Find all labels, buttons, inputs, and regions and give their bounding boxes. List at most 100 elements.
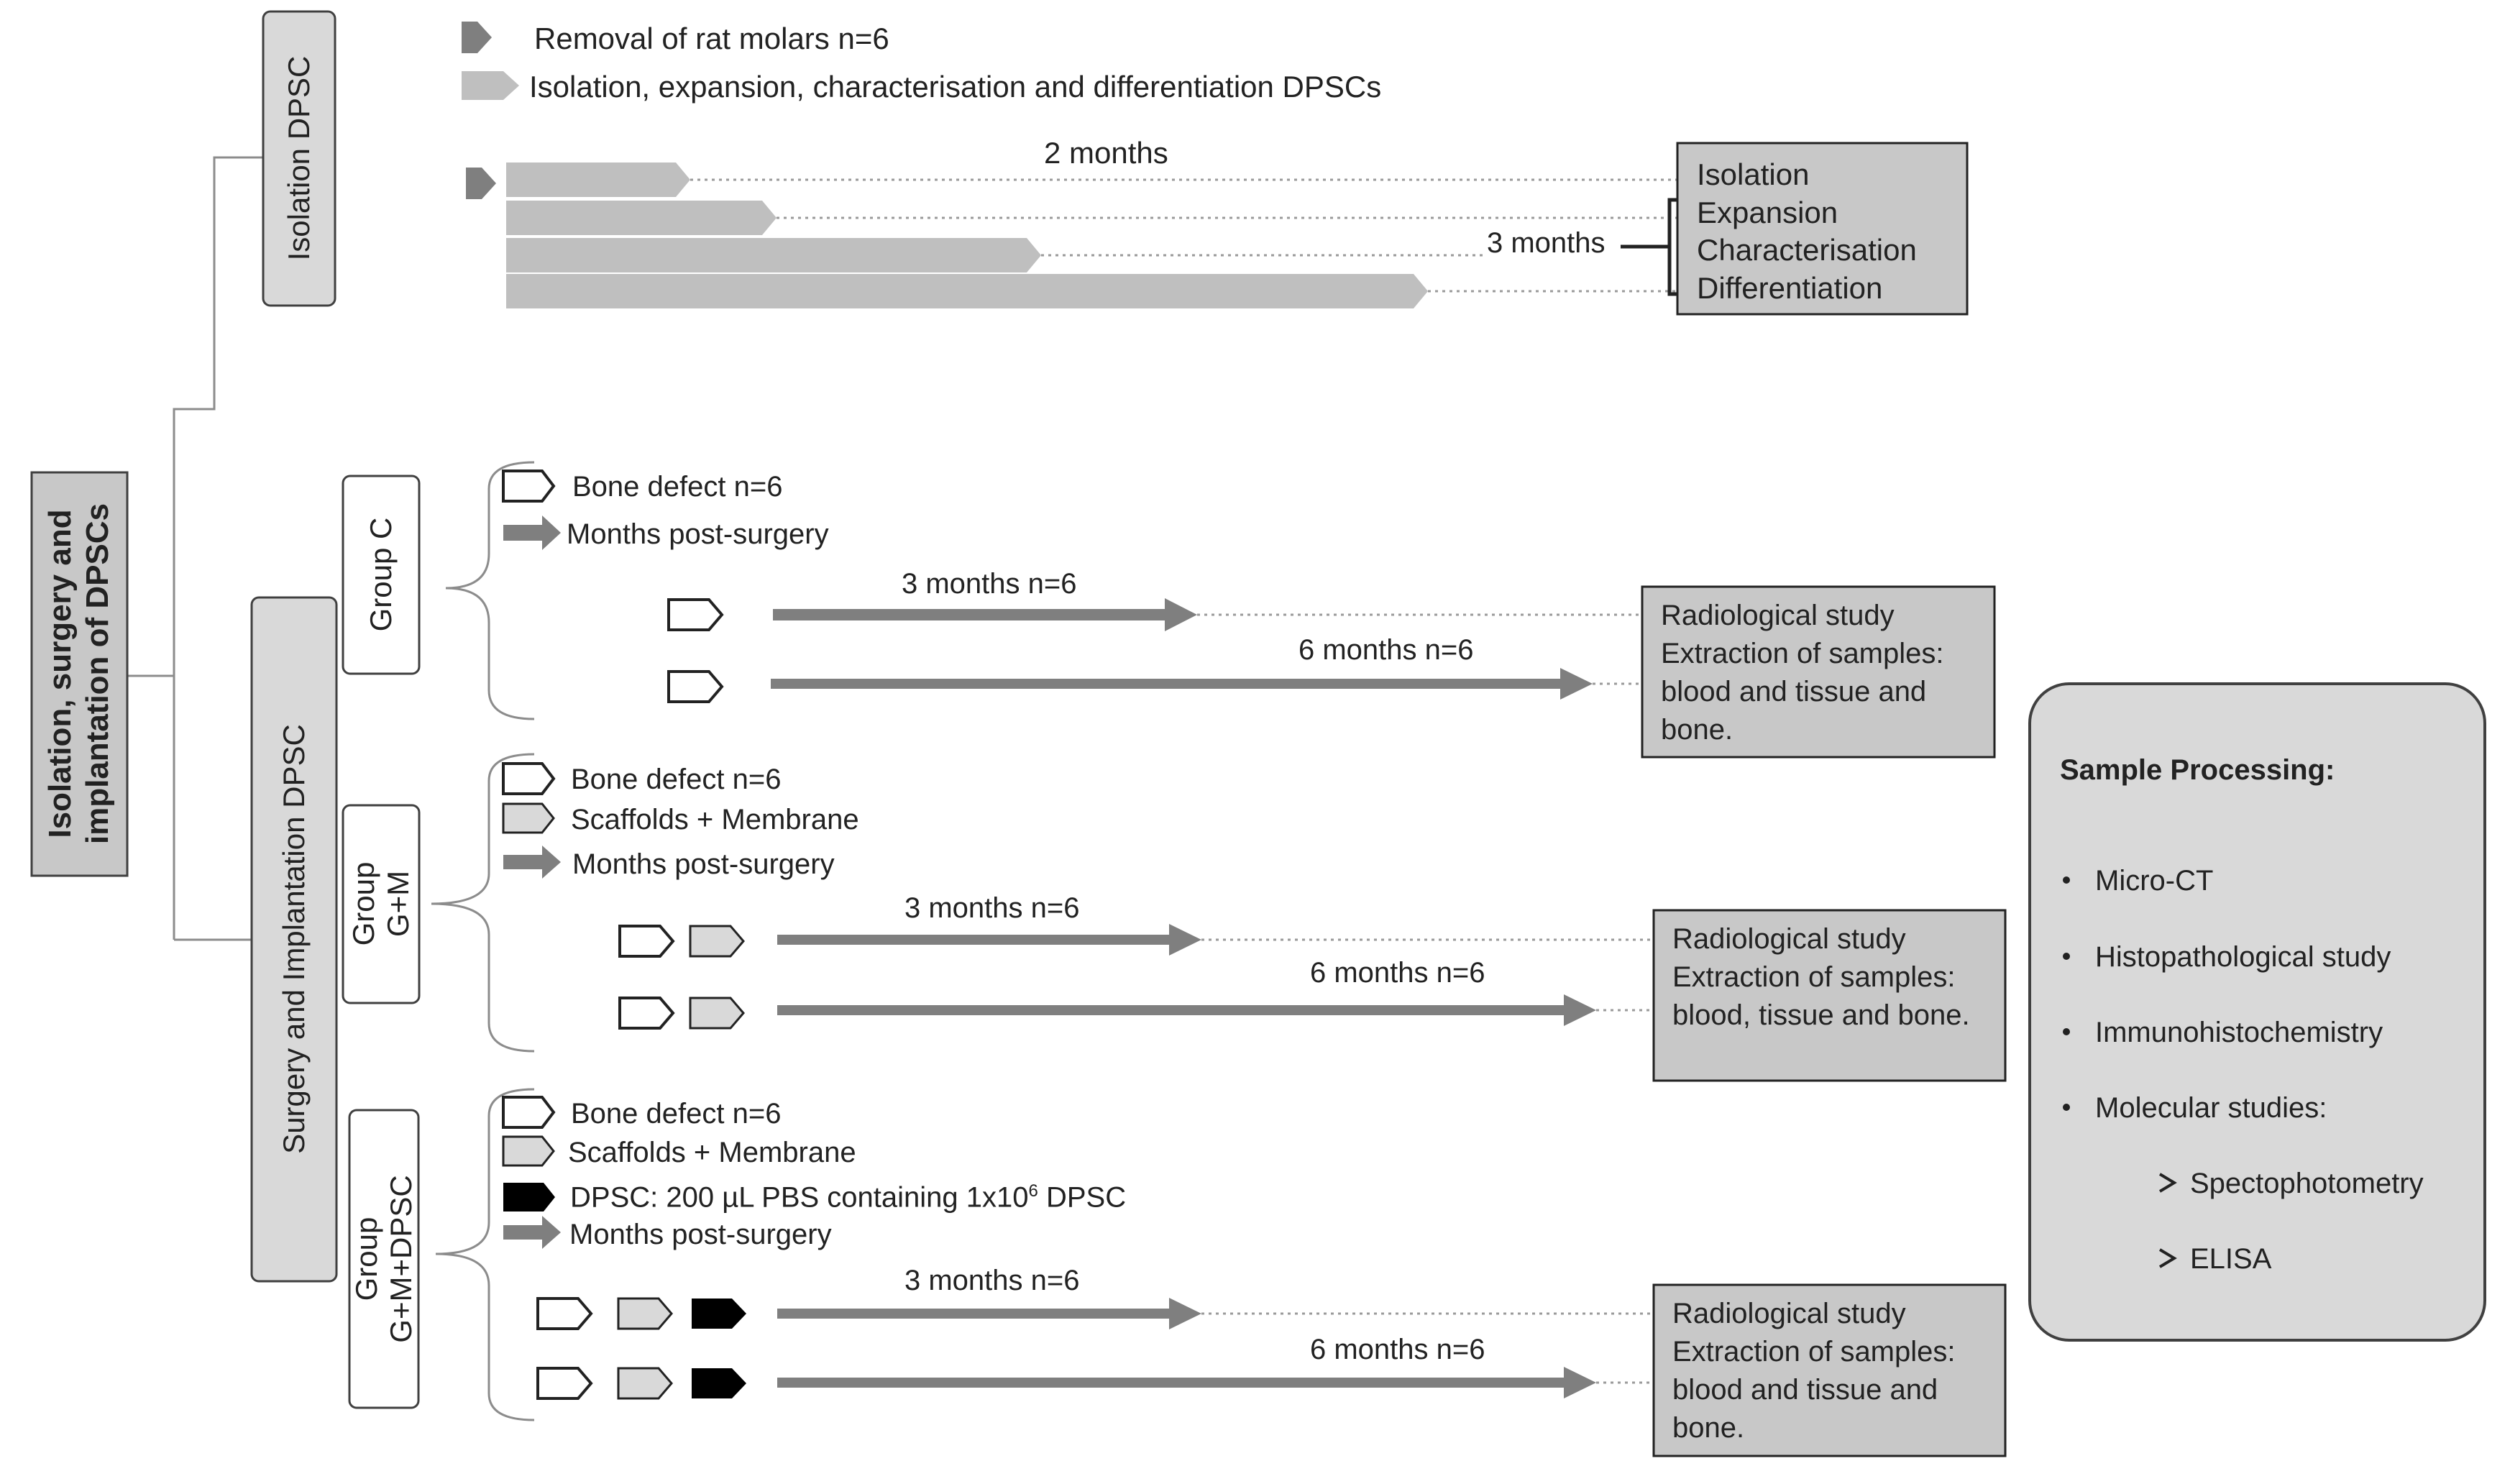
box-line-expansion: Expansion <box>1697 196 1838 229</box>
group-gm-months-label: Months post-surgery <box>572 848 835 880</box>
group-gmd-dotted-lines <box>1201 1312 1654 1384</box>
three-months-bracket <box>1667 198 1682 296</box>
differentiation-bar <box>506 274 1428 308</box>
group-gmd-6-months-arrow <box>777 1367 1596 1398</box>
sample-item-immunohistochemistry: Immunohistochemistry <box>2095 1017 2383 1048</box>
group-c-box <box>342 475 421 675</box>
group-gmd-box <box>348 1109 420 1409</box>
group-gm-6m-scaffolds-icon <box>689 997 745 1030</box>
group-gmd-scaffolds-label: Scaffolds + Membrane <box>568 1137 856 1168</box>
group-c-result-text: Radiological study Extraction of samples… <box>1661 600 1944 746</box>
group-braces <box>431 461 535 1421</box>
group-gm-bone-defect-label: Bone defect n=6 <box>571 764 782 795</box>
group-gm-months-legend-icon <box>503 846 561 879</box>
sample-processing-panel <box>2028 682 2486 1342</box>
two-months-label: 2 months <box>1044 136 1168 170</box>
characterisation-bar <box>506 238 1041 272</box>
group-gmd-months-label: Months post-surgery <box>569 1219 832 1250</box>
group-gmd-dpsc-legend-icon <box>503 1183 555 1212</box>
three-months-label: 3 months <box>1487 227 1606 259</box>
group-c-6-months-label: 6 months n=6 <box>1298 634 1474 666</box>
surgery-branch-box <box>250 596 338 1283</box>
group-gmd-label-line2: G+M+DPSC <box>384 1175 418 1343</box>
main-label-line1: Isolation, surgery and <box>42 509 78 838</box>
tree-connectors <box>127 156 263 941</box>
group-gm-3-months-label: 3 months n=6 <box>904 892 1080 924</box>
sample-processing-title: Sample Processing: <box>2060 754 2335 786</box>
group-c-result-box <box>1641 585 1996 759</box>
box-line-isolation: Isolation <box>1697 157 1810 191</box>
group-gm-brace <box>431 753 535 1053</box>
group-c-6m-bone-defect-icon <box>667 670 724 703</box>
group-gm-3m-bone-defect-icon <box>618 925 675 958</box>
sample-item-histopathological: Histopathological study <box>2095 941 2391 973</box>
group-gmd-brace <box>435 1088 535 1421</box>
group-gm-6-months-arrow <box>777 994 1596 1026</box>
group-gm-result-box <box>1652 909 2007 1082</box>
group-gmd-6-months-label: 6 months n=6 <box>1310 1334 1485 1365</box>
isolation-dotted-lines <box>690 178 1677 293</box>
group-gmd-label: Group G+M+DPSC <box>349 1175 418 1342</box>
group-c-dotted-lines <box>1197 613 1642 685</box>
group-gmd-dpsc-exponent: 6 <box>1028 1181 1038 1201</box>
group-gmd-dpsc-label: DPSC: 200 µL PBS containing 1x106 DPSC <box>570 1183 1126 1212</box>
group-gmd-months-legend-icon <box>503 1216 561 1249</box>
group-c-bone-defect-legend-icon <box>502 470 556 503</box>
group-gm-label-line2: G+M <box>381 870 415 938</box>
sample-processing-subbullets <box>2158 1173 2177 1268</box>
group-gmd-6m-dpsc-icon <box>692 1368 746 1398</box>
group-c-months-label: Months post-surgery <box>567 518 829 550</box>
group-gmd-3-months-arrow <box>777 1298 1201 1329</box>
box-line-differentiation: Differentiation <box>1697 271 1883 305</box>
group-gmd-result-text: Radiological study Extraction of samples… <box>1672 1298 1956 1444</box>
main-label: Isolation, surgery and implantation of D… <box>42 503 116 844</box>
box-line-characterisation: Characterisation <box>1697 233 1917 267</box>
group-c-label: Group C <box>364 517 398 632</box>
group-gmd-6m-scaffolds-icon <box>617 1367 673 1400</box>
isolation-branch-label: Isolation DPSC <box>282 55 316 261</box>
group-gmd-dpsc-text: DPSC: 200 µL PBS containing 1x10 <box>570 1181 1029 1214</box>
group-gm-6-months-label: 6 months n=6 <box>1310 957 1485 989</box>
group-gmd-scaffolds-legend-icon <box>502 1135 555 1167</box>
group-gm-3-months-arrow <box>777 924 1201 956</box>
group-c-3-months-label: 3 months n=6 <box>902 568 1077 600</box>
isolation-result-box <box>1676 142 1969 316</box>
group-gmd-result-box <box>1652 1283 2007 1457</box>
group-gm-label-line1: Group <box>347 861 380 946</box>
sample-processing-bullets <box>2063 876 2070 1111</box>
group-c-bone-defect-label: Bone defect n=6 <box>572 471 783 503</box>
group-gmd-3m-bone-defect-icon <box>536 1297 593 1330</box>
group-gm-bone-defect-legend-icon <box>502 762 556 795</box>
group-gm-result-text: Radiological study Extraction of samples… <box>1672 923 1970 1031</box>
group-gm-3m-scaffolds-icon <box>689 925 745 958</box>
sample-item-molecular: Molecular studies: <box>2095 1092 2327 1124</box>
group-c-3-months-arrow <box>773 598 1197 631</box>
sample-subitem-spectophotometry: Spectophotometry <box>2190 1168 2424 1199</box>
group-gmd-dpsc-tail: DPSC <box>1038 1181 1127 1214</box>
main-label-line2: implantation of DPSCs <box>80 503 115 845</box>
group-gm-scaffolds-legend-icon <box>502 802 555 834</box>
sample-item-micro-ct: Micro-CT <box>2095 865 2214 897</box>
group-gmd-3m-dpsc-icon <box>692 1298 746 1329</box>
group-gmd-bone-defect-legend-icon <box>502 1096 556 1129</box>
removal-marker <box>466 168 496 199</box>
removal-legend-label: Removal of rat molars n=6 <box>534 22 889 55</box>
group-c-months-legend-icon <box>503 516 561 550</box>
group-c-3m-bone-defect-icon <box>667 598 724 631</box>
culture-legend-icon <box>462 71 519 100</box>
isolation-branch-box <box>262 10 336 307</box>
surgery-branch-label: Surgery and Implantation DPSC <box>277 724 311 1154</box>
group-gmd-bone-defect-label: Bone defect n=6 <box>571 1098 782 1130</box>
removal-legend-icon <box>462 22 492 53</box>
sample-subitem-elisa: ELISA <box>2190 1243 2272 1275</box>
group-c-brace <box>445 461 535 720</box>
group-gm-6m-bone-defect-icon <box>618 997 675 1030</box>
group-gm-label: Group G+M <box>347 862 416 946</box>
expansion-bar <box>506 201 777 235</box>
isolation-bar <box>506 162 690 197</box>
group-gmd-3m-scaffolds-icon <box>617 1297 673 1330</box>
group-gm-dotted-lines <box>1201 938 1654 1012</box>
main-label-box <box>30 471 129 877</box>
